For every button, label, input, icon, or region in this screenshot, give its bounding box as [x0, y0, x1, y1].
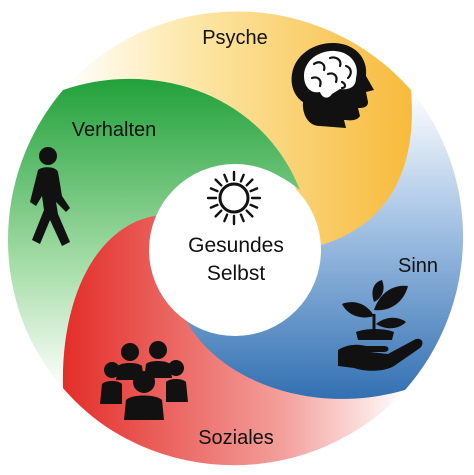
label-psyche: Psyche	[202, 27, 268, 49]
outer-ring	[3, 3, 471, 471]
head-brain-icon	[291, 42, 374, 128]
sun-icon	[206, 170, 262, 226]
label-soziales: Soziales	[198, 427, 274, 449]
label-sinn: Sinn	[398, 255, 438, 277]
label-verhalten: Verhalten	[72, 119, 157, 141]
segment-verhalten	[7, 78, 301, 391]
center-circle	[149, 164, 321, 336]
plant-in-hand-icon	[338, 280, 423, 371]
center-label-line2: Selbst	[207, 262, 266, 285]
center-label-line1: Gesundes	[188, 234, 284, 257]
group-of-people-icon	[100, 341, 188, 420]
walking-person-icon	[30, 147, 70, 246]
